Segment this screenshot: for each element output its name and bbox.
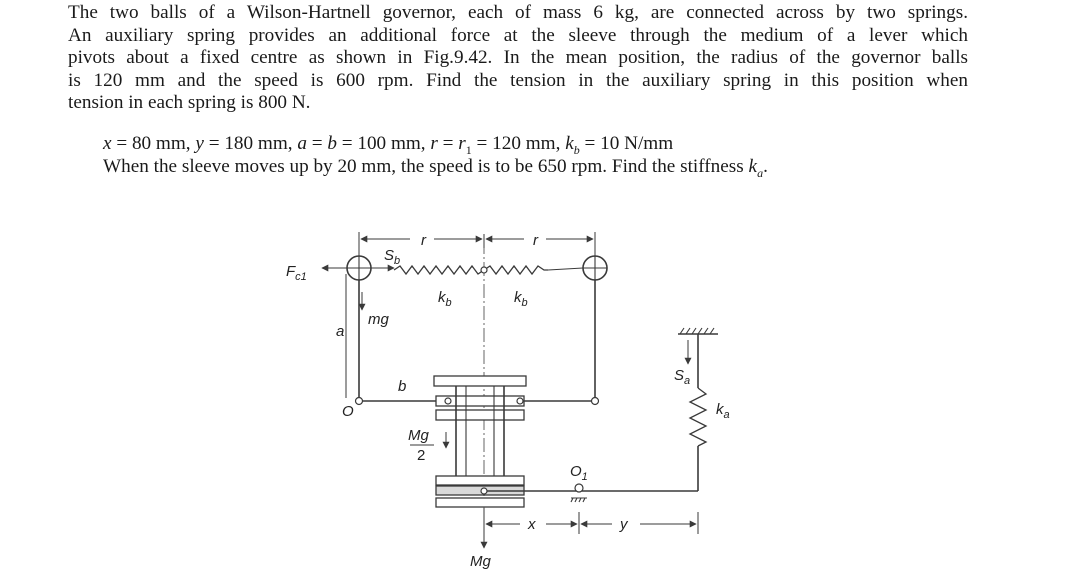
r-left-label: r: [421, 232, 427, 249]
given-y-symbol: y: [195, 133, 204, 154]
task-statement: When the sleeve moves up by 20 mm, the s…: [103, 156, 768, 179]
given-ab-value: = 100 mm,: [336, 133, 431, 154]
given-r1-subscript: 1: [465, 142, 472, 157]
sa-label: Sa: [674, 367, 690, 387]
o-label: O: [342, 403, 354, 420]
given-a-symbol: a: [297, 133, 307, 154]
right-spring: [483, 264, 548, 276]
mg2-numerator: Mg: [408, 427, 429, 444]
problem-line: pivots about a fixed centre as shown in …: [68, 47, 968, 69]
support-hatch: [679, 327, 715, 335]
mg-label: mg: [368, 311, 389, 328]
governor-figure: Fc1 Sb r r kb kb mg a O b Mg 2: [286, 232, 730, 570]
given-r-symbol: r: [430, 133, 438, 154]
r-right-label: r: [533, 232, 539, 249]
right-ball: [582, 255, 608, 281]
task-text: When the sleeve moves up by 20 mm, the s…: [103, 156, 749, 177]
task-end: .: [763, 156, 768, 177]
spring-junction-pin: [480, 266, 488, 274]
given-kb-symbol: k: [565, 133, 574, 154]
a-label: a: [336, 323, 344, 340]
o1-label: O1: [570, 463, 588, 483]
given-r-equals: =: [437, 133, 459, 154]
given-kb-subscript: b: [573, 142, 580, 157]
b-label: b: [398, 378, 406, 395]
sleeve-upper-plate: [435, 395, 525, 407]
problem-line: is 120 mm and the speed is 600 rpm. Find…: [68, 69, 968, 91]
lower-plate-3: [435, 497, 525, 508]
left-pivot-o: [354, 396, 364, 406]
fc1-label: Fc1: [286, 263, 307, 283]
problem-line: The two balls of a Wilson-Hartnell gover…: [68, 2, 968, 23]
sleeve-lower-plate: [435, 409, 525, 421]
lower-sleeve-pin: [480, 487, 488, 495]
given-data: x = 80 mm, y = 180 mm, a = b = 100 mm, r…: [103, 133, 673, 156]
given-ab-equals: =: [306, 133, 328, 154]
auxiliary-spring: [688, 387, 708, 447]
ka-label: ka: [716, 401, 730, 421]
problem-line: An auxiliary spring provides an addition…: [68, 24, 968, 46]
kb-right-label: kb: [514, 289, 528, 309]
task-ka-subscript: a: [757, 165, 764, 180]
mg-bottom-label: Mg: [470, 553, 491, 570]
fixed-pivot-o1: [574, 483, 584, 493]
given-r1-symbol: r: [458, 133, 466, 154]
problem-line: tension in each spring is 800 N.: [68, 92, 311, 114]
sleeve-left-pin: [444, 397, 452, 405]
lower-plate-1: [435, 475, 525, 486]
sb-label: Sb: [384, 247, 400, 267]
mg2-denominator: 2: [417, 447, 425, 464]
upper-collar: [433, 375, 527, 387]
task-ka-symbol: k: [748, 156, 758, 177]
given-kb-value: = 10 N/mm: [579, 133, 674, 154]
left-spring: [393, 264, 485, 276]
x-label: x: [527, 516, 536, 533]
given-y-value: = 180 mm,: [203, 133, 298, 154]
given-x-symbol: x: [103, 133, 112, 154]
right-pivot: [590, 396, 600, 406]
y-label: y: [619, 516, 629, 533]
given-x-value: = 80 mm,: [111, 133, 196, 154]
left-ball: [346, 255, 372, 281]
right-spring-link: [547, 267, 584, 271]
sleeve-right-pin: [516, 397, 524, 405]
given-r-value: = 120 mm,: [471, 133, 566, 154]
given-b-symbol: b: [327, 133, 337, 154]
problem-statement: The two balls of a Wilson-Hartnell gover…: [68, 2, 968, 115]
o1-ground-hatch: [570, 497, 587, 503]
kb-left-label: kb: [438, 289, 452, 309]
